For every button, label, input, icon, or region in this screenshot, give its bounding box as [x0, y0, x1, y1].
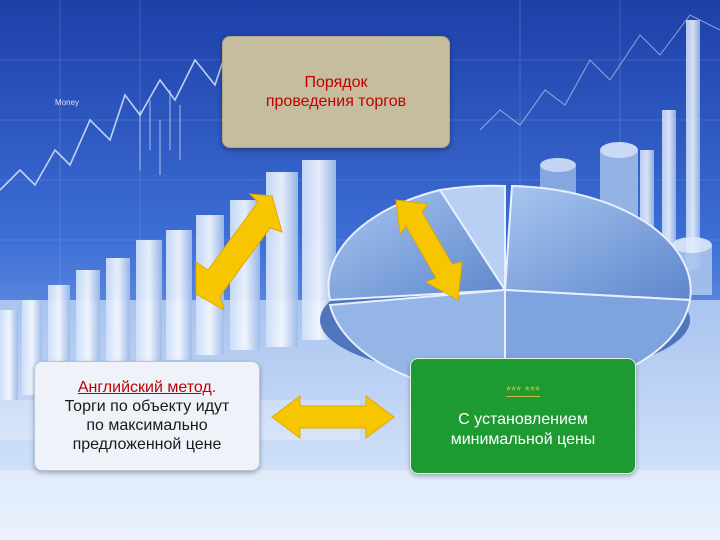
svg-text:Money: Money: [55, 98, 79, 107]
minimum-price-line2: минимальной цены: [450, 431, 596, 448]
auction-order-box: Порядок проведения торгов: [222, 36, 450, 148]
english-method-line2: по максимально: [86, 417, 208, 434]
auction-order-line2: проведения торгов: [265, 93, 407, 110]
english-method-title: Английский метод.: [78, 378, 216, 397]
english-method-box: Английский метод. Торги по объекту идут …: [34, 361, 260, 471]
english-method-title-text: Английский метод: [77, 379, 212, 396]
minimum-price-text: С установлением минимальной цены: [451, 410, 596, 450]
english-method-line3: предложенной цене: [72, 436, 222, 453]
minimum-price-box: *** *** С установлением минимальной цены: [410, 358, 636, 474]
english-method-line1: Торги по объекту идут: [64, 398, 230, 415]
english-method-title-suffix: .: [211, 379, 217, 396]
minimum-price-title: *** ***: [506, 383, 540, 398]
minimum-price-line1: С установлением: [458, 411, 588, 428]
auction-order-line1: Порядок: [304, 74, 368, 91]
